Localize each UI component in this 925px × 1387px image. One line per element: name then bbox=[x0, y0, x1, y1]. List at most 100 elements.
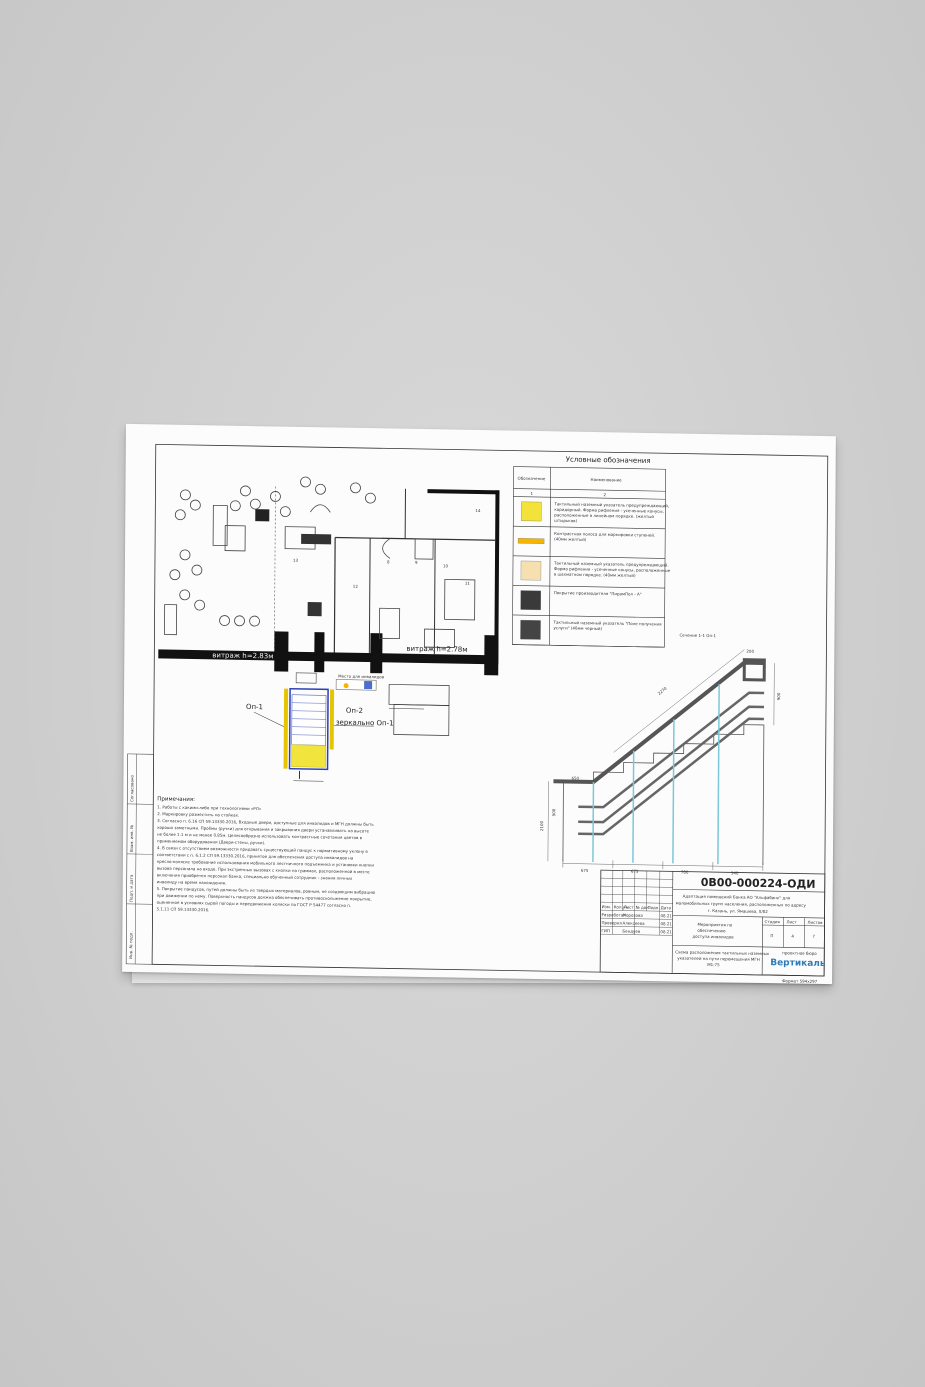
stamp-head-date: Дата bbox=[661, 905, 672, 910]
legend-swatch bbox=[520, 560, 542, 581]
window-left-label: витраж h=2.83м bbox=[212, 651, 273, 660]
stamp-role-1: Разработал bbox=[602, 912, 627, 917]
legend-col-num-1: 1 bbox=[530, 491, 533, 496]
dim-7: 675 bbox=[581, 868, 589, 873]
side-strip-label-1: Инв. № подл. bbox=[128, 931, 133, 959]
dim-6: 2100 bbox=[539, 820, 544, 831]
legend-row-divider bbox=[512, 614, 665, 618]
inner-frame bbox=[151, 443, 829, 977]
ramp-label-2: Оп-2 bbox=[346, 707, 363, 715]
legend-item-text: Тактильный наземный указатель предупрежд… bbox=[553, 560, 669, 567]
sheet-label: Лист bbox=[786, 919, 797, 924]
sheet-value: 4 bbox=[791, 933, 794, 938]
legend-item-text: Тактильный наземный указатель предупрежд… bbox=[553, 501, 669, 508]
title-block: Изм. Кол.уч Лист № док. Подп. Дата Разра… bbox=[599, 869, 826, 984]
dim-10: 540 bbox=[731, 870, 739, 875]
legend-item-text: Покрытие производителя "ПирамПол - А" bbox=[554, 590, 642, 597]
stamp-head-list: Лист bbox=[624, 905, 635, 910]
room-label-7: 14 bbox=[475, 508, 481, 513]
room-label-6: 13 bbox=[293, 558, 299, 563]
side-strip-label-3: Взам. инв. № bbox=[129, 825, 134, 852]
section-line-3: доступа инвалидов bbox=[692, 934, 734, 940]
sheets-label: Листов bbox=[807, 920, 823, 925]
note-line: кресло-коляске требование использования … bbox=[157, 859, 375, 868]
stamp-date-1: 08.21 bbox=[661, 913, 673, 918]
note-line: 5. Покрытие пандусов, путей должны быть … bbox=[157, 886, 376, 895]
note-line: оцененное в условиях сырой погоды и пере… bbox=[157, 900, 352, 908]
object-line-2: маломобильных групп населения, расположе… bbox=[676, 900, 807, 907]
window-right-label: витраж h=2.78м bbox=[406, 645, 467, 654]
notes-heading: Примечания: bbox=[157, 796, 195, 803]
side-strip-label-2: Подп. и дата bbox=[129, 874, 134, 902]
legend: Условные обозначения Обозначение Наимено… bbox=[512, 456, 671, 648]
legend-col-num-2: 2 bbox=[603, 492, 606, 497]
note-line: не более 1.1 м и не менее 0.85м. Целесоо… bbox=[157, 832, 363, 841]
note-line: соответствии с п. 6.1.2 СП 59.13330.2016… bbox=[157, 852, 354, 860]
object-line-3: г. Казань, ул. Ямашева, 0/82 bbox=[708, 908, 769, 914]
section-line-2: обеспечению bbox=[697, 928, 726, 934]
section-title: Сечение 1-1 Оп-1 bbox=[679, 632, 716, 638]
legend-item-text: коридорный. Форма рифления - усеченные к… bbox=[554, 507, 664, 514]
legend-col-name: Наименование bbox=[591, 477, 623, 483]
dim-4: 900 bbox=[551, 808, 556, 816]
legend-row-divider bbox=[513, 525, 666, 530]
ramp-label-1: Оп-1 bbox=[246, 703, 263, 711]
legend-item-text: в шахматном порядке. (40мм желтый) bbox=[554, 572, 636, 578]
legend-rows: Тактильный наземный указатель предупрежд… bbox=[512, 501, 671, 648]
format-label: Формат 594x297 bbox=[782, 978, 818, 984]
stamp-date-2: 08.21 bbox=[660, 921, 672, 926]
stamp-head-doc: № док. bbox=[636, 905, 650, 910]
legend-row-divider bbox=[513, 555, 666, 559]
mirror-label: зеркально Оп-1 bbox=[336, 719, 394, 728]
sheet-line-2: указателей на пути перемещения МГН bbox=[677, 955, 760, 961]
note-line: инвалиду на время нахождения. bbox=[157, 879, 227, 885]
legend-title: Условные обозначения bbox=[566, 456, 651, 465]
legend-item-text: (40мм желтый) bbox=[554, 536, 587, 542]
legend-item-text: Контрастная полоса для маркировки ступен… bbox=[554, 531, 655, 538]
sheet-line-1: Схема расположения тактильных наземных bbox=[675, 949, 770, 956]
company-top: проектное бюро bbox=[782, 950, 817, 956]
legend-swatch bbox=[521, 501, 542, 522]
note-line: 2. Маркировку разместить на стойках. bbox=[157, 811, 239, 817]
stamp-head-izm: Изм. bbox=[602, 904, 611, 909]
note-line: 4. В связи с отсутствием возможности при… bbox=[157, 845, 368, 854]
stamp-date-3: 08.21 bbox=[660, 929, 672, 934]
legend-swatch bbox=[517, 538, 545, 544]
note-line: при движении по нему. Поверхность пандус… bbox=[157, 893, 372, 902]
stage-label: Стадия bbox=[764, 919, 780, 924]
legend-item-text: расположенные в линейном порядке. (желты… bbox=[554, 512, 654, 519]
note-line: вызова персонала на входе. При экстренны… bbox=[157, 866, 370, 875]
sheets-value: 7 bbox=[812, 934, 815, 939]
dim-9: 780 bbox=[681, 870, 689, 875]
section-line-1: Мероприятия по bbox=[697, 922, 732, 928]
stamp-head-kol: Кол.уч bbox=[614, 904, 628, 909]
dim-3: 900 bbox=[776, 692, 781, 700]
legend-item-text: Тактильный наземный указатель "Поле полу… bbox=[553, 620, 663, 627]
sheet-line-3: М1:75 bbox=[707, 962, 720, 967]
dim-1: 200 bbox=[746, 649, 754, 654]
note-line: 3. Согласно п. 6.16 СП 59.13330.2016, Вх… bbox=[157, 818, 374, 827]
stamp-name-1: Морозова bbox=[623, 913, 644, 918]
stamp-name-3: Бендуев bbox=[622, 929, 640, 934]
note-line: 5.1.11 СП 59.13330.2016. bbox=[157, 906, 210, 912]
stair-section: Сечение 1-1 Оп-1 200 2270 9 bbox=[539, 632, 781, 875]
room-label-1: 8 bbox=[387, 559, 390, 564]
room-label-3: 10 bbox=[443, 563, 449, 568]
stage-value: П bbox=[770, 933, 773, 938]
dim-2: 2270 bbox=[657, 685, 668, 695]
floor-plan: 8 9 10 11 12 13 14 витраж h=2.83м витраж… bbox=[158, 476, 500, 782]
note-line: хорошо заметными. Проёмы (ручки) для отк… bbox=[157, 825, 369, 834]
document-code: 0В00-000224-ОДИ bbox=[701, 876, 816, 891]
room-label-4: 11 bbox=[465, 581, 471, 586]
drawing-svg: Инв. № подл. Подп. и дата Взам. инв. № С… bbox=[125, 443, 829, 984]
room-label-2: 9 bbox=[415, 560, 418, 565]
company-name: Вертикаль bbox=[770, 958, 826, 969]
room-label-5: 12 bbox=[353, 584, 359, 589]
note-line: 1. Работы с какими-либо при технологиями… bbox=[157, 804, 262, 811]
side-strip-label-4: Согласовано bbox=[129, 774, 134, 802]
stamp-name-2: Алексеева bbox=[622, 921, 645, 926]
dim-5: 650 bbox=[571, 776, 579, 781]
stamp-role-2: Проверил bbox=[601, 920, 622, 925]
legend-col-symbol: Обозначение bbox=[518, 476, 546, 481]
parking-label: Место для инвалидов bbox=[338, 674, 385, 680]
